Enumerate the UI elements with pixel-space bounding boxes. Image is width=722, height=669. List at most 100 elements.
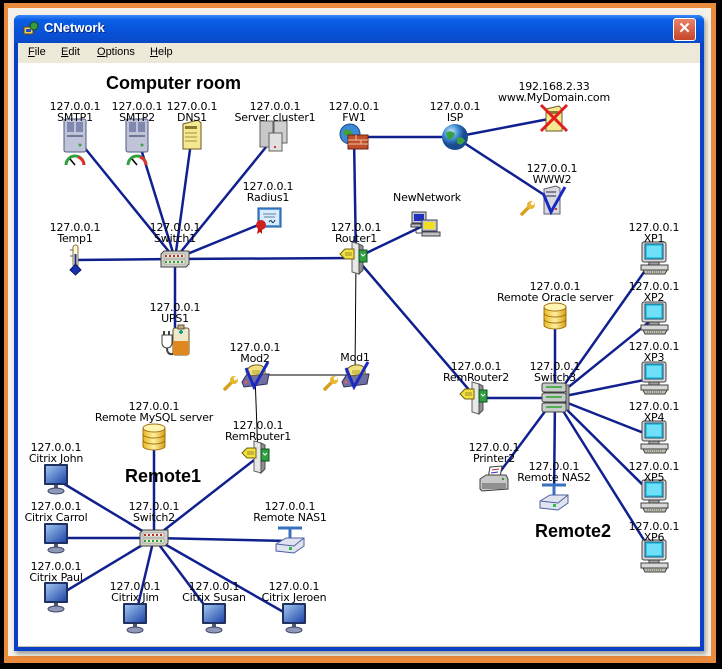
window-title: CNetwork — [44, 20, 105, 35]
node-ip: 127.0.0.1 — [188, 580, 240, 593]
link-switch2-citrix-john — [55, 477, 155, 540]
dns-server-icon[interactable] — [180, 119, 204, 151]
node-name: Remote MySQL server — [94, 411, 214, 424]
switch-icon[interactable] — [139, 529, 169, 547]
link-switch2-nas1 — [153, 536, 291, 543]
link-isp-mydomain — [454, 116, 555, 139]
certificate-icon[interactable] — [254, 207, 282, 235]
server-icon[interactable] — [62, 118, 88, 154]
menu-edit[interactable]: Edit — [61, 46, 80, 58]
node-name: XP2 — [643, 291, 665, 304]
node-name: XP4 — [643, 411, 665, 424]
router-icon[interactable] — [339, 240, 373, 276]
crt-pc-icon[interactable] — [639, 539, 669, 573]
group-title-remote1: Remote1 — [125, 466, 202, 486]
node-name: Remote Oracle server — [496, 291, 614, 304]
node-name: NewNetwork — [393, 191, 461, 204]
monitor-icon[interactable] — [43, 463, 69, 495]
crt-pc-icon[interactable] — [639, 479, 669, 513]
database-icon[interactable] — [543, 302, 567, 330]
crt-pc-icon[interactable] — [639, 361, 669, 395]
router-icon[interactable] — [459, 380, 493, 416]
menu-help[interactable]: Help — [150, 46, 173, 58]
node-name: Printer2 — [473, 452, 515, 465]
monitor-icon[interactable] — [43, 522, 69, 554]
node-name: XP3 — [643, 351, 665, 364]
node-name: Citrix Jim — [111, 591, 159, 604]
group-title-computer-room: Computer room — [106, 73, 241, 93]
link-router1-newnetwork — [355, 222, 428, 260]
network-icon[interactable] — [410, 211, 444, 237]
node-ip: 127.0.0.1 — [628, 280, 680, 293]
link-switch2-citrix-paul — [55, 536, 155, 599]
thermometer-icon[interactable] — [67, 244, 83, 276]
node-name: WWW2 — [532, 173, 572, 186]
node-name: SMTP2 — [119, 111, 155, 124]
close-button[interactable]: ✕ — [673, 18, 696, 41]
wrench-icon — [520, 200, 536, 216]
node-ip: 127.0.0.1 — [429, 100, 481, 113]
switch-icon[interactable] — [160, 250, 190, 268]
menu-help-label: elp — [157, 46, 173, 58]
node-ip: 127.0.0.1 — [526, 162, 578, 175]
node-ip: 127.0.0.1 — [529, 360, 581, 373]
monitor-icon[interactable] — [122, 602, 148, 634]
down-x-icon[interactable] — [539, 103, 569, 133]
crt-pc-icon[interactable] — [639, 241, 669, 275]
monitor-icon[interactable] — [43, 581, 69, 613]
server-icon[interactable] — [124, 118, 150, 154]
router-icon[interactable] — [241, 439, 275, 475]
printer-icon[interactable] — [478, 465, 510, 495]
nas-icon[interactable] — [538, 483, 570, 513]
globe-icon[interactable] — [441, 123, 469, 151]
link-router1-fw1 — [352, 136, 358, 259]
link-isp-www2 — [454, 135, 553, 202]
nas-icon[interactable] — [274, 526, 306, 556]
node-ip: 192.168.2.33 — [518, 80, 590, 93]
node-ip: 127.0.0.1 — [628, 400, 680, 413]
ups-icon[interactable] — [159, 323, 191, 357]
link-switch1-dns1 — [173, 134, 194, 260]
crt-pc-icon[interactable] — [639, 420, 669, 454]
menu-options[interactable]: Options — [97, 46, 135, 58]
monitor-icon[interactable] — [201, 602, 227, 634]
monitor-icon[interactable] — [281, 602, 307, 634]
firewall-icon[interactable] — [339, 123, 369, 151]
node-name: DNS1 — [177, 111, 207, 124]
node-name: RemRouter1 — [224, 430, 292, 443]
menu-help-mnemonic: H — [150, 46, 158, 58]
gauge-icon — [126, 153, 148, 167]
stacked-switch-icon[interactable] — [540, 382, 570, 414]
server-cluster-icon[interactable] — [258, 119, 292, 153]
node-name: Citrix Susan — [182, 591, 246, 604]
node-ip: 127.0.0.1 — [529, 280, 581, 293]
node-ip: 127.0.0.1 — [229, 341, 281, 354]
node-name: Citrix Jeroen — [261, 591, 327, 604]
crt-pc-icon[interactable] — [639, 301, 669, 335]
database-icon[interactable] — [142, 423, 166, 451]
links-layer — [55, 116, 656, 620]
menu-edit-label: dit — [68, 46, 80, 58]
title-bar[interactable]: CNetwork ✕ — [14, 15, 704, 43]
link-switch3-xp2 — [554, 317, 655, 399]
gauge-icon — [64, 153, 86, 167]
menu-file[interactable]: File — [28, 46, 46, 58]
group-title-remote2: Remote2 — [535, 521, 612, 541]
